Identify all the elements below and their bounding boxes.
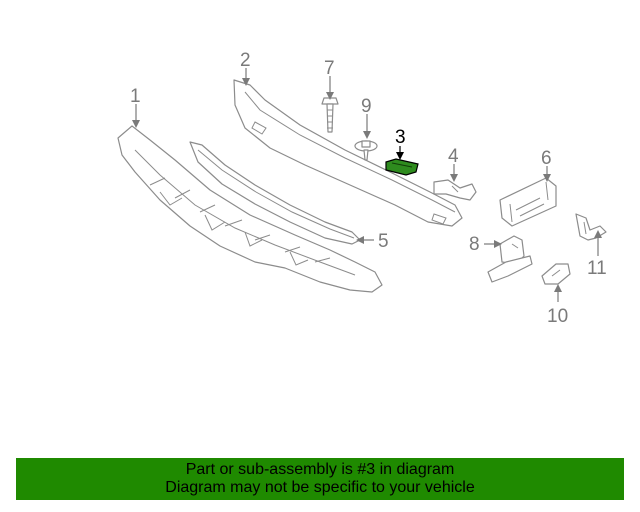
callout-6: 6: [541, 148, 552, 169]
callout-11: 11: [587, 258, 607, 279]
part-4-bracket: [433, 179, 477, 201]
callout-3: 3: [395, 127, 406, 148]
part-10-cap: [541, 263, 571, 285]
leaders: [132, 68, 602, 302]
parts-diagram: 1 2 7 9 3 4 6 8 5 10 11: [117, 50, 607, 327]
callout-5: 5: [378, 231, 389, 252]
part-7-bolt: [321, 97, 339, 133]
callout-2: 2: [240, 50, 251, 71]
callout-8: 8: [469, 234, 480, 255]
part-6-mount-bracket: [499, 177, 557, 227]
callout-4: 4: [448, 146, 459, 167]
callout-9: 9: [361, 96, 372, 117]
callout-10: 10: [547, 306, 568, 327]
part-9-screw: [354, 140, 378, 161]
callout-1: 1: [130, 86, 141, 107]
part-3-clip-highlighted: [385, 158, 419, 176]
part-2-reinforcement-bar: [233, 79, 463, 227]
notice-line-1: Part or sub-assembly is #3 in diagram: [185, 461, 455, 478]
callout-7: 7: [324, 58, 335, 79]
diagram-notice-banner: Part or sub-assembly is #3 in diagram Di…: [16, 458, 624, 500]
part-11-small-bracket: [575, 213, 607, 241]
notice-line-2: Diagram may not be specific to your vehi…: [165, 479, 475, 496]
part-1-energy-absorber: [117, 125, 383, 293]
part-8-sensor-bracket: [487, 235, 533, 283]
